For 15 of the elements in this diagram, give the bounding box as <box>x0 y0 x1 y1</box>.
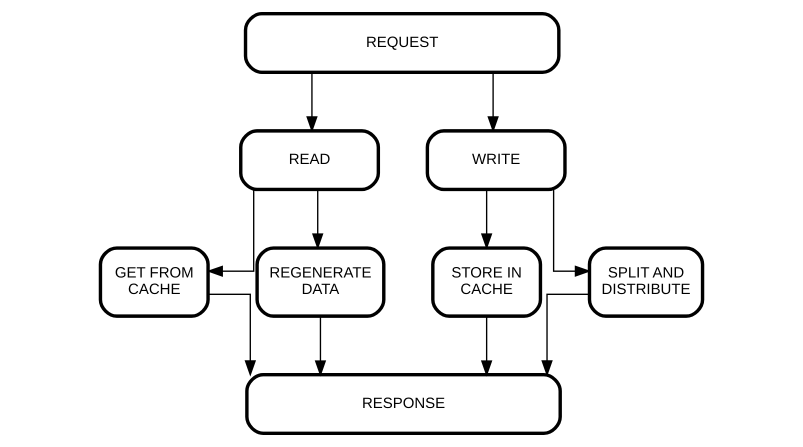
node-box: RESPONSE <box>245 373 562 435</box>
node-box: SPLIT AND DISTRIBUTE <box>588 246 704 318</box>
arrow <box>480 316 492 377</box>
arrow <box>206 190 254 277</box>
arrow <box>480 190 492 250</box>
node-box: REQUEST <box>244 12 561 74</box>
node-box: READ <box>239 129 380 192</box>
arrow <box>312 190 324 250</box>
node-box: WRITE <box>426 129 567 192</box>
arrow <box>208 294 256 377</box>
arrow <box>541 294 589 377</box>
node-box: REGENERATE DATA <box>255 246 386 318</box>
arrow <box>314 316 326 377</box>
node-box: GET FROM CACHE <box>98 246 210 318</box>
node-box: STORE IN CACHE <box>431 246 542 318</box>
